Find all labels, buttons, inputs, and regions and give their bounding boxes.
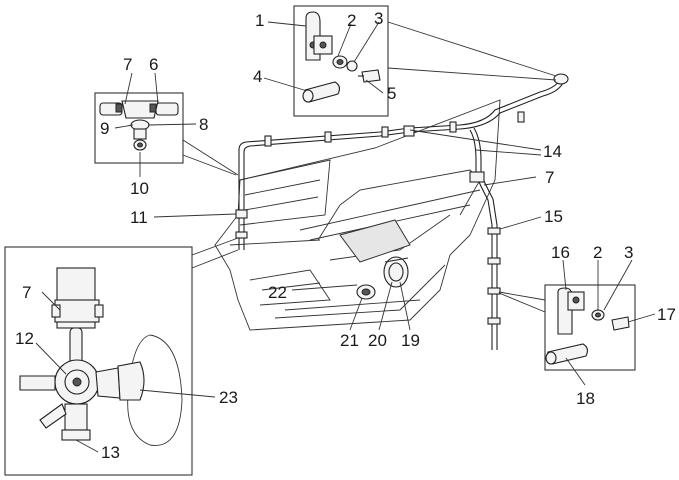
detail-box-fitting (94, 92, 184, 164)
callout-11: 11 (130, 208, 148, 227)
callout-16: 16 (551, 243, 570, 262)
callout-17: 17 (657, 305, 676, 324)
callout-7-mid: 7 (545, 168, 554, 187)
fuel-tank-outline (214, 99, 501, 331)
callout-21: 21 (340, 331, 359, 350)
callout-8: 8 (199, 115, 208, 134)
callout-2: 2 (347, 11, 356, 30)
callout-10: 10 (130, 179, 149, 198)
callout-3-right: 3 (624, 243, 633, 262)
callout-18: 18 (576, 389, 595, 408)
callout-3: 3 (374, 9, 383, 28)
detail-box-clip-top (293, 5, 389, 117)
callout-22: 22 (268, 283, 287, 302)
callout-19: 19 (401, 331, 420, 350)
callout-9: 9 (100, 119, 109, 138)
tank-filler-assembly (339, 219, 411, 300)
callout-4: 4 (253, 67, 262, 86)
callout-6: 6 (149, 55, 158, 74)
callout-labels: 1 2 3 4 5 6 7 8 9 10 11 14 7 15 16 2 3 1… (15, 9, 676, 462)
callout-20: 20 (368, 331, 387, 350)
callout-2-right: 2 (593, 243, 602, 262)
callout-15: 15 (544, 207, 563, 226)
callout-5: 5 (387, 84, 396, 103)
detail-box-clip-right (544, 284, 636, 371)
detail-box-tap (4, 246, 193, 476)
callout-1: 1 (255, 11, 264, 30)
callout-7-top: 7 (123, 55, 132, 74)
callout-23: 23 (219, 388, 238, 407)
callout-14: 14 (543, 142, 562, 161)
leader-lines (35, 21, 656, 453)
fuel-pipe (235, 73, 569, 350)
callout-13: 13 (101, 443, 120, 462)
callout-12: 12 (15, 329, 34, 348)
callout-7-inset: 7 (22, 283, 31, 302)
